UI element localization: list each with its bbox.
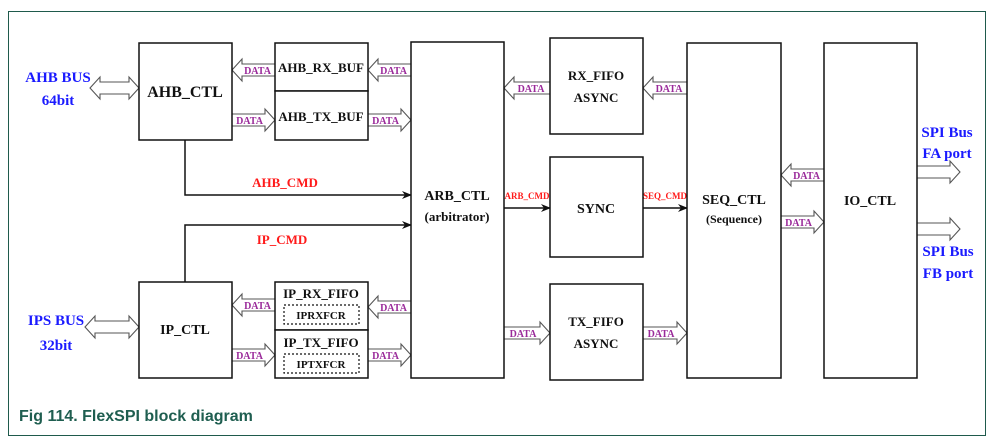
iprxfcr-register xyxy=(283,304,360,325)
rx-fifo-async-block xyxy=(549,37,644,135)
io-ctl-block xyxy=(823,42,918,379)
ip-cmd-line xyxy=(184,221,412,282)
ips-bus-label: IPS BUS xyxy=(28,313,84,329)
ip-tx-fifo-label: IP_TX_FIFO xyxy=(283,335,358,350)
rx-fifo-async-label: ASYNC xyxy=(574,90,619,105)
spi-fb-port: FB port xyxy=(923,266,973,282)
arb-cmd-label: ARB_CMD xyxy=(505,191,550,201)
spi-fb-label: SPI Bus xyxy=(922,244,973,260)
arb-ctl-label: ARB_CTL xyxy=(424,189,489,204)
ahb-cmd-line xyxy=(184,140,412,199)
ip-ctl-label: IP_CTL xyxy=(160,323,210,338)
io-ctl-label: IO_CTL xyxy=(844,194,896,209)
ahb-ctl-block xyxy=(138,42,233,141)
spi-fa-port: FA port xyxy=(922,146,971,162)
ahb-rx-buf-label: AHB_RX_BUF xyxy=(278,60,364,75)
ahb-bus-width: 64bit xyxy=(42,93,75,109)
tx-fifo-async-label: ASYNC xyxy=(574,336,619,351)
data-label: DATA xyxy=(236,116,264,127)
data-label: DATA xyxy=(648,329,676,340)
data-label: DATA xyxy=(380,303,408,314)
ahb-tx-buf-label: AHB_TX_BUF xyxy=(278,109,363,124)
data-label: DATA xyxy=(380,66,408,77)
data-label: DATA xyxy=(236,351,264,362)
iptxfcr-register xyxy=(283,353,360,374)
iptxfcr-label: IPTXFCR xyxy=(297,359,347,371)
seq-ctl-block xyxy=(686,42,782,379)
ahb-bus-label: AHB BUS xyxy=(25,70,90,86)
data-label: DATA xyxy=(372,116,400,127)
rx-fifo-label: RX_FIFO xyxy=(568,68,624,83)
data-label: DATA xyxy=(372,351,400,362)
arb-ctl-block xyxy=(410,41,505,379)
figure-frame xyxy=(8,11,986,436)
data-label: DATA xyxy=(793,171,821,182)
ahb-rx-buf-block xyxy=(274,42,369,92)
ahb-ctl-label: AHB_CTL xyxy=(147,84,223,101)
ip-cmd-label: IP_CMD xyxy=(257,232,308,247)
ahb-cmd-label: AHB_CMD xyxy=(252,175,318,190)
tx-fifo-label: TX_FIFO xyxy=(568,314,624,329)
data-label: DATA xyxy=(244,301,272,312)
seq-ctl-sublabel: (Sequence) xyxy=(706,212,762,226)
tx-fifo-async-block xyxy=(549,283,644,381)
seq-cmd-label: SEQ_CMD xyxy=(643,191,688,201)
ips-bus-arrow xyxy=(84,314,140,340)
spi-fb-arrow xyxy=(917,216,961,242)
spi-fa-arrow xyxy=(917,159,961,185)
figure-caption: Fig 114. FlexSPI block diagram xyxy=(19,408,253,425)
data-label: DATA xyxy=(656,84,684,95)
ip-ctl-block xyxy=(138,281,233,379)
ips-bus-width: 32bit xyxy=(40,338,73,354)
data-label: DATA xyxy=(244,66,272,77)
ahb-tx-buf-block xyxy=(274,90,369,141)
data-label: DATA xyxy=(518,84,546,95)
sync-label: SYNC xyxy=(577,202,615,217)
data-label: DATA xyxy=(510,329,538,340)
spi-fa-label: SPI Bus xyxy=(921,125,972,141)
sync-block xyxy=(549,156,644,258)
iprxfcr-label: IPRXFCR xyxy=(296,310,347,322)
ahb-bus-arrow xyxy=(89,75,140,101)
data-label: DATA xyxy=(785,218,813,229)
ip-rx-fifo-label: IP_RX_FIFO xyxy=(283,286,359,301)
seq-ctl-label: SEQ_CTL xyxy=(702,193,766,208)
arb-ctl-sublabel: (arbitrator) xyxy=(425,209,490,224)
